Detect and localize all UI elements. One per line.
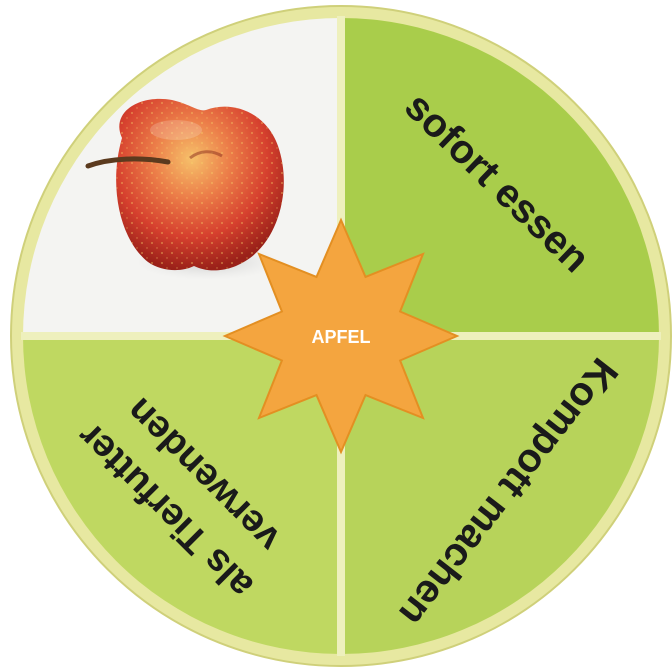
center-label: APFEL <box>311 327 370 347</box>
apple-photo <box>85 98 284 280</box>
center-star <box>222 217 460 455</box>
